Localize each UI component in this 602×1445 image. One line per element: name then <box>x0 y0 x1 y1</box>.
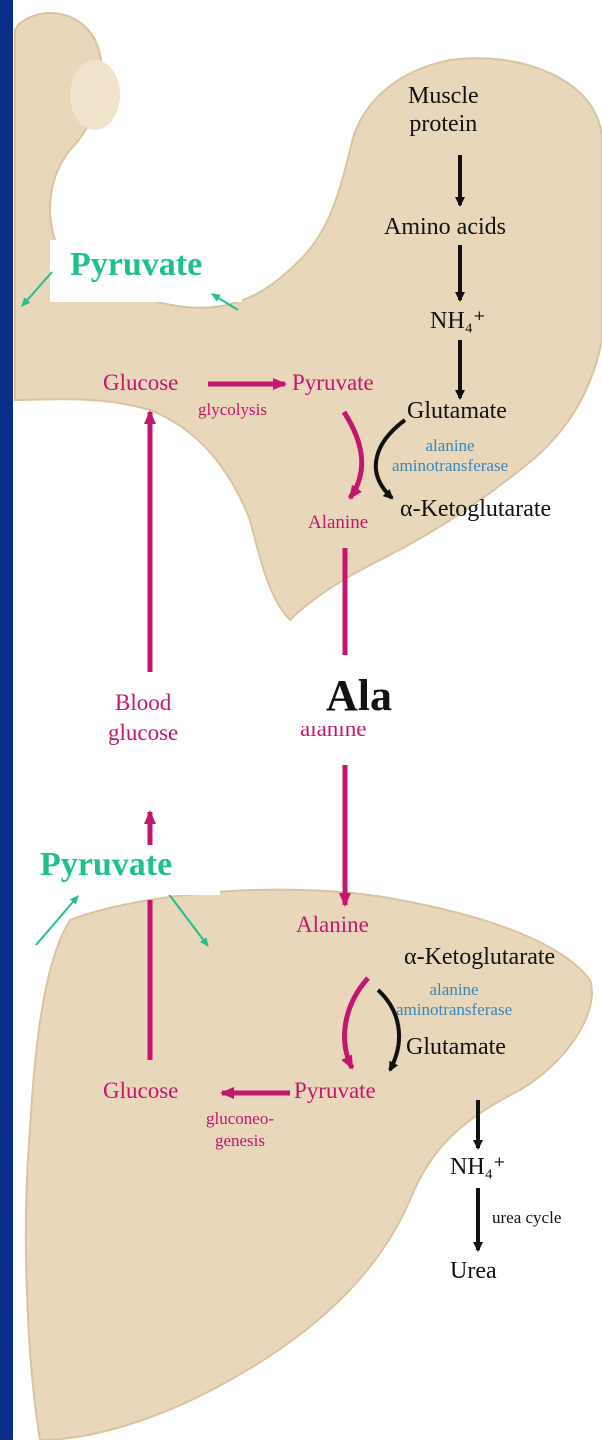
label-nh4-muscle: NH₄⁺ <box>430 306 486 335</box>
label-akg-liver: α-Ketoglutarate <box>404 944 555 971</box>
label-glycolysis: glycolysis <box>198 400 267 420</box>
annotation-pyruvate-bottom: Pyruvate <box>40 846 172 884</box>
label-glutamate-liver: Glutamate <box>406 1034 506 1061</box>
label-urea-cycle: urea cycle <box>492 1208 561 1228</box>
label-enzyme-muscle: alanine aminotransferase <box>392 436 508 476</box>
label-enzyme-liver: alanine aminotransferase <box>396 980 512 1020</box>
liver-illustration <box>26 890 592 1440</box>
label-glucose-liver: Glucose <box>103 1078 178 1104</box>
label-pyruvate-muscle: Pyruvate <box>292 370 374 396</box>
label-alanine-muscle: Alanine <box>308 512 368 534</box>
annotation-ala: Ala <box>326 670 392 721</box>
label-glutamate-muscle: Glutamate <box>407 398 507 425</box>
arm-highlight <box>70 60 120 130</box>
annotation-pyruvate-top: Pyruvate <box>70 246 202 284</box>
label-alanine-blood: alanine <box>300 726 366 748</box>
label-gluconeogenesis: gluconeo- genesis <box>206 1108 274 1152</box>
label-blood-glucose: Blood glucose <box>108 688 178 748</box>
label-muscle-protein: Muscle protein <box>408 82 479 138</box>
label-amino-acids: Amino acids <box>384 214 506 241</box>
label-pyruvate-liver: Pyruvate <box>294 1078 376 1104</box>
label-glucose-muscle: Glucose <box>103 370 178 396</box>
label-akg-muscle: α-Ketoglutarate <box>400 496 551 523</box>
label-urea: Urea <box>450 1258 497 1285</box>
label-nh4-liver: NH₄⁺ <box>450 1152 506 1181</box>
left-border <box>0 0 13 1440</box>
label-alanine-liver: Alanine <box>296 912 369 938</box>
